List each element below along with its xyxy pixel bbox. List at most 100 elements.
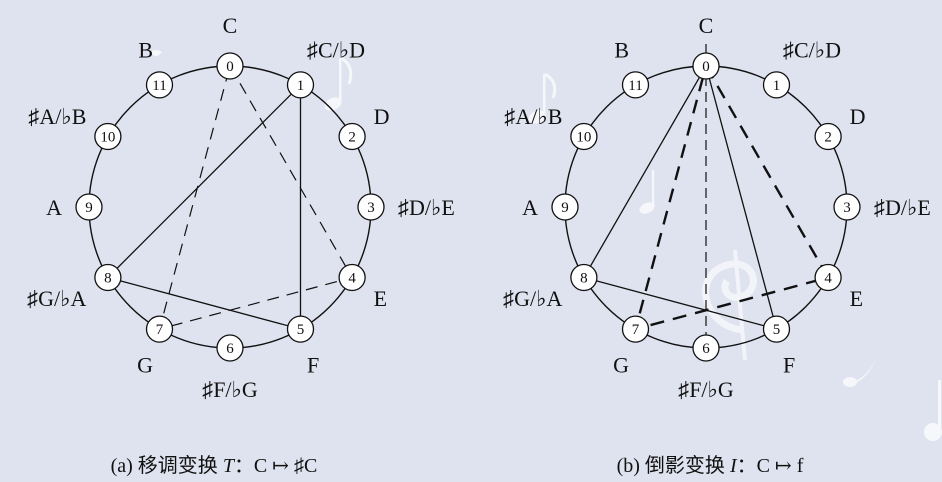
caption-prefix: (a) 移调变换 — [111, 454, 223, 477]
pitch-node-circle — [216, 334, 244, 362]
pitch-node-label: 2 — [824, 130, 832, 146]
panel-a: 01234567891011C♯C/♭DD♯D/♭EEF♯F/♭GG♯G/♭AA… — [27, 13, 455, 477]
pitch-node-label: 3 — [843, 200, 851, 216]
pitch-node-circle — [621, 315, 650, 343]
pitch-node-label: 10 — [100, 130, 115, 146]
pitch-node-9: 9 — [551, 193, 579, 221]
pitch-name-0: C — [223, 13, 238, 38]
background-decoration — [150, 50, 942, 441]
pitch-name-11: B — [138, 37, 153, 62]
pitch-name-9: A — [522, 195, 538, 220]
pitch-node-1: 1 — [762, 71, 791, 99]
pitch-node-circle — [145, 71, 174, 99]
caption-prefix: (b) 倒影变换 — [617, 454, 730, 477]
pitch-node-label: 3 — [367, 200, 375, 216]
pitch-node-circle — [338, 263, 366, 292]
triangle-0-4-7 — [633, 62, 830, 331]
pitch-node-1: 1 — [286, 71, 315, 99]
triangle-1-5-8 — [106, 83, 302, 330]
pitch-node-11: 11 — [621, 71, 650, 99]
pitch-node-label: 5 — [297, 322, 305, 338]
pitch-node-7: 7 — [621, 315, 650, 343]
caption-suffix: ：C ↦ ♯C — [234, 455, 317, 477]
pitch-node-10: 10 — [570, 122, 598, 151]
pitch-node-circle — [692, 334, 720, 362]
pitch-node-circle — [762, 71, 791, 99]
pitch-name-6: ♯F/♭G — [678, 377, 734, 402]
pitch-node-3: 3 — [357, 193, 385, 221]
pitch-node-9: 9 — [75, 193, 103, 221]
pitch-node-circle — [94, 263, 122, 292]
treble-clef-icon — [702, 249, 757, 361]
pitch-node-8: 8 — [570, 263, 598, 292]
pitch-node-label: 0 — [226, 59, 234, 75]
pitch-name-4: E — [850, 286, 863, 311]
pitch-name-8: ♯G/♭A — [503, 286, 562, 311]
pitch-node-label: 8 — [580, 271, 588, 287]
pitch-node-circle — [94, 122, 122, 151]
pitch-node-3: 3 — [833, 193, 861, 221]
pitch-node-circle — [286, 315, 315, 343]
pitch-node-2: 2 — [338, 122, 366, 151]
pitch-node-circle — [216, 52, 244, 80]
eighth-note-icon — [843, 358, 876, 387]
pitch-name-8: ♯G/♭A — [27, 286, 86, 311]
pitch-node-circle — [75, 193, 103, 221]
pitch-node-circle — [762, 315, 791, 343]
pitch-node-2: 2 — [814, 122, 842, 151]
pitch-node-circle — [338, 122, 366, 151]
pitch-node-circle — [833, 193, 861, 221]
pitch-node-6: 6 — [692, 334, 720, 362]
eighth-note-icon — [639, 170, 655, 214]
panel-caption: (a) 移调变换 T：C ↦ ♯C — [111, 454, 318, 477]
pitch-name-1: ♯C/♭D — [783, 37, 841, 62]
pitch-name-1: ♯C/♭D — [307, 37, 365, 62]
caption-symbol: I — [729, 455, 738, 477]
pitch-node-label: 1 — [773, 78, 781, 94]
pitch-name-5: F — [307, 353, 319, 378]
eighth-note-icon — [150, 50, 162, 56]
pitch-node-circle — [814, 263, 842, 292]
pitch-node-circle — [570, 263, 598, 292]
triangle-0-4-7 — [158, 64, 354, 330]
pitch-node-10: 10 — [94, 122, 122, 151]
pitch-name-7: G — [137, 353, 153, 378]
caption-symbol: T — [223, 455, 236, 477]
pitch-node-0: 0 — [216, 52, 244, 80]
pitch-node-5: 5 — [762, 315, 791, 343]
pitch-node-4: 4 — [338, 263, 366, 292]
pitch-name-2: D — [850, 104, 866, 129]
pitch-node-6: 6 — [216, 334, 244, 362]
pitch-name-2: D — [374, 104, 390, 129]
pitch-node-label: 8 — [104, 271, 112, 287]
pitch-node-label: 0 — [702, 59, 710, 75]
pitch-node-label: 9 — [561, 200, 569, 216]
pitch-node-circle — [145, 315, 174, 343]
pitch-node-label: 7 — [632, 322, 640, 338]
pitch-node-7: 7 — [145, 315, 174, 343]
pitch-node-label: 10 — [576, 130, 591, 146]
pitch-name-7: G — [613, 353, 629, 378]
pitch-node-label: 5 — [773, 322, 781, 338]
pitch-name-9: A — [46, 195, 62, 220]
panel-b: 01234567891011C♯C/♭DD♯D/♭EEF♯F/♭GG♯G/♭AA… — [503, 13, 931, 477]
eighth-note-icon — [528, 72, 557, 124]
pitch-name-10: ♯A/♭B — [504, 104, 562, 129]
caption-suffix: ：C ↦ f — [737, 455, 804, 477]
pitch-node-label: 6 — [702, 341, 710, 357]
pitch-node-circle — [357, 193, 385, 221]
panel-caption: (b) 倒影变换 I：C ↦ f — [617, 454, 804, 477]
pitch-node-label: 4 — [824, 271, 832, 287]
pitch-name-10: ♯A/♭B — [28, 104, 86, 129]
pitch-node-label: 1 — [297, 78, 305, 94]
pitch-node-circle — [551, 193, 579, 221]
pitch-node-11: 11 — [145, 71, 174, 99]
eighth-note-icon — [924, 380, 942, 441]
pitch-node-5: 5 — [286, 315, 315, 343]
pitch-name-3: ♯D/♭E — [398, 195, 455, 220]
pitch-node-0: 0 — [692, 52, 720, 80]
pitch-node-label: 7 — [156, 322, 164, 338]
triangle-0-5-8 — [582, 64, 778, 331]
pitch-node-label: 2 — [348, 130, 356, 146]
